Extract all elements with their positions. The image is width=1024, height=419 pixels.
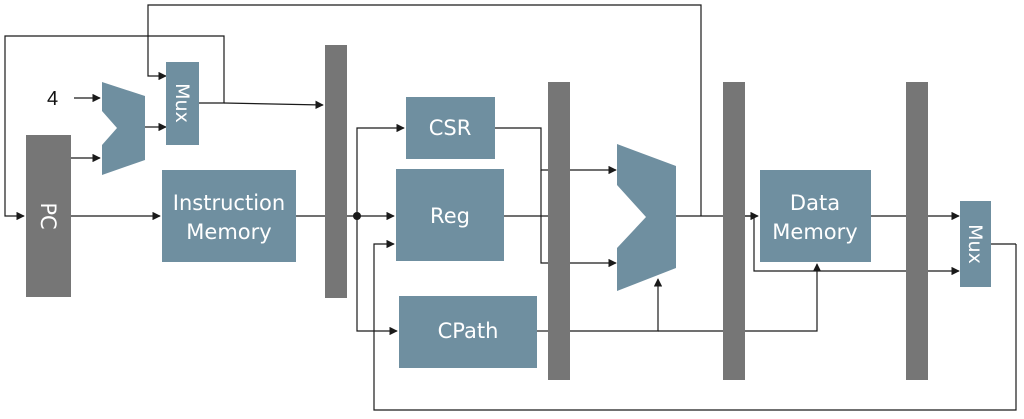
data-memory-block: Data Memory [760, 170, 871, 262]
pipeline-register-id-ex [548, 82, 570, 380]
wire-mux-to-pipe1 [223, 100, 324, 110]
register-file [396, 169, 504, 261]
constant-four: 4 [47, 88, 58, 110]
wire-csr-to-pipe2 [495, 127, 548, 171]
instruction-memory-label-line1: Instruction [173, 191, 285, 215]
pc-adder [102, 82, 145, 175]
csr-block: CSR [406, 97, 495, 159]
pc-mux-label: Mux [171, 83, 193, 123]
control-path-label: CPath [438, 319, 499, 343]
wire-pipe1-to-cpath [356, 216, 398, 336]
pc-mux-block: Mux [166, 62, 199, 145]
writeback-mux-block: Mux [960, 201, 991, 287]
pipeline-register-ex-mem [723, 82, 745, 380]
writeback-mux-label: Mux [964, 224, 986, 264]
data-memory-label-line2: Memory [772, 220, 857, 244]
wire-branch-target-to-mux [147, 4, 702, 216]
pipeline-registers [325, 45, 928, 380]
writeback-mux [960, 201, 991, 287]
pc-register [26, 135, 71, 297]
wire-alu-bypass-to-wbmux [745, 215, 960, 276]
wire-cpath-to-dmem [658, 263, 822, 332]
instruction-memory-block: Instruction Memory [162, 170, 296, 262]
csr-unit [406, 97, 495, 159]
junction-dot [353, 212, 361, 220]
register-file-label: Reg [430, 204, 470, 228]
instruction-memory [162, 170, 296, 262]
control-path-block: CPath [399, 296, 537, 368]
wire-cpath-to-alu [570, 278, 663, 332]
pc-block: PC [26, 135, 71, 297]
data-memory-label-line1: Data [790, 191, 840, 215]
wire-pipe2-to-alu-b [540, 170, 617, 268]
register-file-block: Reg [396, 169, 504, 261]
alu [617, 144, 676, 291]
wires [4, 4, 1017, 411]
pc-label: PC [36, 202, 60, 229]
wire-writeback-to-reg [373, 239, 1017, 411]
csr-label: CSR [429, 116, 472, 140]
data-memory [760, 170, 871, 262]
pipeline-register-if-id [325, 45, 347, 298]
pc-mux [166, 62, 199, 145]
instruction-memory-label-line2: Memory [186, 220, 271, 244]
wire-mux-to-pc [4, 35, 225, 221]
wire-pipe1-to-csr [356, 123, 405, 216]
control-path [399, 296, 537, 368]
pipeline-register-mem-wb [906, 82, 928, 380]
